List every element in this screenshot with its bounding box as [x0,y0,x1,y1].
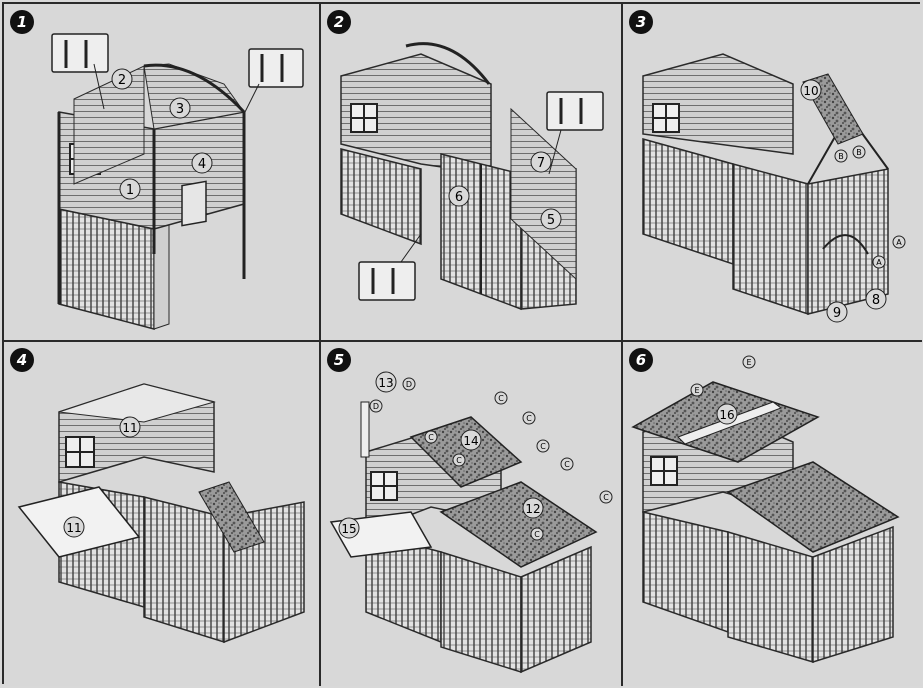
callout-15: 15 [338,517,360,539]
callout-10: 10 [800,79,822,101]
svg-text:7: 7 [537,156,545,171]
callout-14: 14 [460,429,482,451]
svg-text:E: E [746,358,751,367]
svg-text:E: E [694,386,699,395]
step-panel-5: 12 13 14 15 C C C C C C C C D D 5 [321,342,623,686]
callout-4: 4 [191,152,213,174]
svg-text:C: C [526,414,532,423]
svg-text:B: B [856,148,862,157]
callout-13: 13 [375,371,397,393]
step-number-badge: 4 [10,348,34,372]
svg-text:10: 10 [803,84,818,98]
letter-d-1: D [369,399,383,413]
letter-c-5: C [599,490,613,504]
step-number-badge: 3 [629,10,653,34]
svg-text:C: C [498,394,504,403]
svg-text:4: 4 [198,157,206,172]
callout-8: 8 [865,288,887,310]
svg-text:16: 16 [719,408,734,422]
svg-text:1: 1 [126,183,134,198]
svg-text:C: C [540,442,546,451]
step-number-badge: 2 [327,10,351,34]
svg-text:5: 5 [547,213,555,228]
step-3-illustration: 8 9 10 A A B B [642,53,906,323]
letter-c-6: C [424,430,438,444]
svg-text:14: 14 [463,434,478,448]
letter-e-2: E [690,383,704,397]
step-panel-3: 8 9 10 A A B B 3 [623,4,922,342]
letter-c-8: C [530,527,544,541]
step-panel-1: 1 2 3 4 1 [4,4,321,342]
svg-text:D: D [406,380,412,389]
step-2-illustration: 5 6 7 [340,42,604,311]
step-4-illustration: 11 11 [17,383,305,644]
letter-e-1: E [742,355,756,369]
callout-12: 12 [522,497,544,519]
svg-text:B: B [838,152,844,161]
svg-text:D: D [373,402,379,411]
callout-2: 2 [111,68,133,90]
svg-text:15: 15 [341,522,356,536]
letter-a-1: A [892,235,906,249]
callout-6: 6 [448,185,470,207]
callout-16: 16 [716,403,738,425]
svg-text:C: C [603,493,609,502]
step-panel-4: 11 11 4 [4,342,321,686]
svg-text:12: 12 [525,502,540,516]
callout-5: 5 [540,208,562,230]
callout-9: 9 [826,301,848,323]
letter-c-2: C [522,411,536,425]
letter-b-1: B [834,149,848,163]
step-5-illustration: 12 13 14 15 C C C C C C C C D D [329,371,613,674]
svg-text:C: C [564,460,570,469]
svg-text:A: A [896,238,902,247]
callout-1: 1 [119,178,141,200]
letter-c-7: C [452,453,466,467]
svg-text:9: 9 [833,306,841,321]
svg-text:11: 11 [122,421,137,435]
svg-text:6: 6 [455,190,463,205]
svg-text:2: 2 [118,73,126,88]
step-number-badge: 1 [10,10,34,34]
letter-d-2: D [402,377,416,391]
svg-text:8: 8 [872,293,880,308]
svg-text:C: C [428,433,434,442]
letter-a-2: A [872,255,886,269]
step-number-badge: 5 [327,348,351,372]
step-6-illustration: 16 E E [631,355,900,664]
svg-text:C: C [534,530,540,539]
svg-text:C: C [456,456,462,465]
svg-text:11: 11 [66,521,81,535]
step-1-illustration: 1 2 3 4 [51,33,304,330]
callout-11-top: 11 [119,416,141,438]
svg-text:A: A [876,258,882,267]
step-panel-6: 16 E E 6 [623,342,922,686]
callout-11-front: 11 [63,516,85,538]
letter-c-3: C [536,439,550,453]
letter-c-4: C [560,457,574,471]
svg-text:3: 3 [176,102,184,117]
letter-c-1: C [494,391,508,405]
step-number-badge: 6 [629,348,653,372]
svg-text:13: 13 [378,376,393,390]
letter-b-2: B [852,145,866,159]
callout-3: 3 [169,97,191,119]
step-panel-2: 5 6 7 2 [321,4,623,342]
callout-7: 7 [530,151,552,173]
